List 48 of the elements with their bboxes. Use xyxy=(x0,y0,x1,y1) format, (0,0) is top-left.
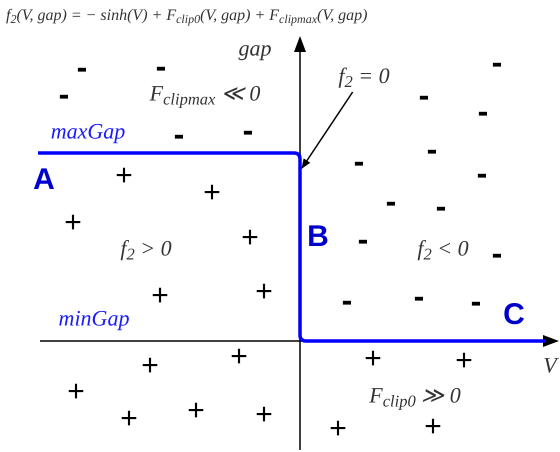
minus-sign: - xyxy=(492,237,502,269)
plus-sign: + xyxy=(187,396,205,426)
point-label: A xyxy=(33,165,55,195)
plus-sign: + xyxy=(64,208,82,238)
minus-sign: - xyxy=(174,118,184,150)
plus-sign: + xyxy=(67,377,85,407)
leader-arrow xyxy=(301,92,354,169)
plus-sign: + xyxy=(141,351,159,381)
minus-sign: - xyxy=(58,78,70,110)
minus-sign: - xyxy=(342,284,352,316)
plus-sign: + xyxy=(424,412,442,442)
minus-sign: - xyxy=(156,50,166,82)
plus-sign: + xyxy=(364,344,382,374)
minus-sign: - xyxy=(358,223,368,255)
plus-sign: + xyxy=(120,404,138,434)
math-label: F$_{clipmax}$ ≪ 0 xyxy=(150,80,260,110)
plus-sign: + xyxy=(329,414,347,444)
math-label: f$_{2}$ < 0 xyxy=(417,234,469,264)
minus-sign: - xyxy=(478,95,488,127)
math-label: F$_{clip0}$ ≫ 0 xyxy=(369,382,461,412)
minus-sign: - xyxy=(354,145,364,177)
formula-title: f$_{2}$(V, gap) = − sinh(V) + F$_{clip0}$(V, gap) + F$_{clipmax}$(V, gap) xyxy=(6,6,368,28)
minus-sign: - xyxy=(436,190,446,222)
plus-sign: + xyxy=(241,223,259,253)
plus-sign: + xyxy=(151,281,169,311)
plus-sign: + xyxy=(115,161,133,191)
minus-sign: - xyxy=(492,46,502,78)
point-label: C xyxy=(503,300,525,330)
math-label: V xyxy=(543,352,557,380)
plus-sign: + xyxy=(255,400,273,430)
point-label: B xyxy=(307,222,329,252)
minus-sign: - xyxy=(426,133,438,165)
minus-sign: - xyxy=(476,157,488,189)
minus-sign: - xyxy=(418,79,430,111)
plus-sign: + xyxy=(255,277,273,307)
minus-sign: - xyxy=(386,185,396,217)
plus-sign: + xyxy=(203,178,221,208)
plus-sign: + xyxy=(230,342,248,372)
math-label: gap xyxy=(238,34,272,62)
minus-sign: - xyxy=(242,114,254,146)
minus-sign: - xyxy=(414,280,424,312)
math-label: f$_{2}$ > 0 xyxy=(120,234,172,264)
leader-text: f$_{2}$ = 0 xyxy=(338,62,390,92)
curve-label: minGap xyxy=(58,304,130,332)
plus-sign: + xyxy=(455,346,473,376)
minus-sign: - xyxy=(76,51,88,83)
minus-sign: - xyxy=(470,285,482,317)
curve-label: maxGap xyxy=(50,118,126,146)
